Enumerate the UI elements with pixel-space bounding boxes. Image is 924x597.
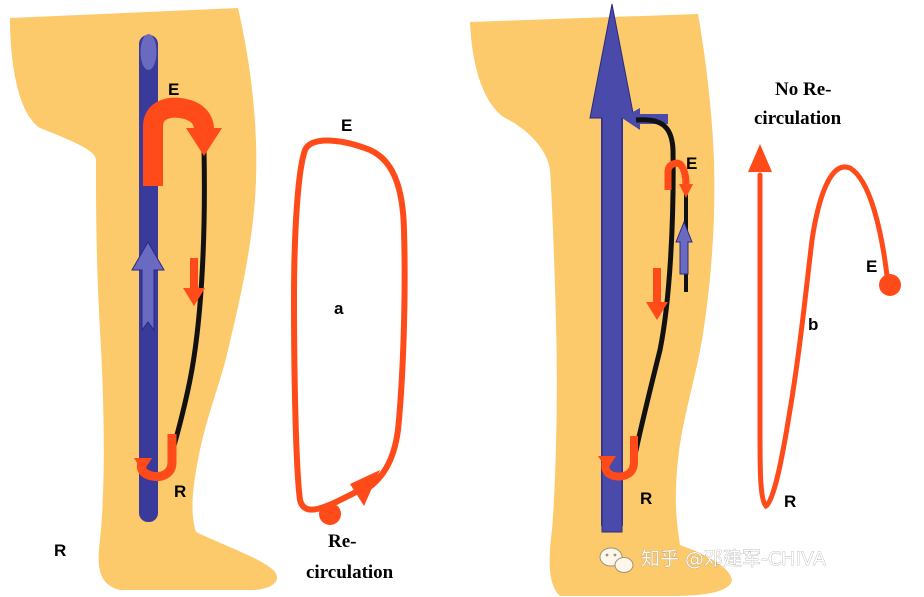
recirculation-caption-line1: Re-: [328, 531, 356, 552]
recirculation-loop-start-dot: [319, 503, 341, 525]
no-recirculation-title-line2: circulation: [754, 108, 842, 129]
no-recirculation-path: [757, 164, 891, 510]
loop-label-a: a: [334, 299, 344, 318]
right-red-hook: [664, 159, 690, 190]
right-blue-small-up-arrow: [675, 220, 693, 275]
curve-label-r: R: [784, 492, 796, 511]
curve-label-b: b: [808, 315, 818, 334]
watermark-text: 知乎 @邓建军-CHIVA: [641, 548, 826, 570]
watermark: 知乎 @邓建军-CHIVA: [599, 547, 826, 573]
curve-label-e: E: [866, 257, 877, 276]
left-leg-label-r: R: [174, 482, 186, 501]
left-red-top-hook: [143, 97, 214, 186]
recirculation-caption-line2: circulation: [306, 562, 394, 583]
left-red-bottom-hook-head: [134, 458, 152, 472]
left-blue-up-arrow: [131, 240, 165, 332]
left-red-down-arrow: [183, 258, 205, 306]
right-black-connector: [631, 117, 676, 461]
right-leg: E R: [470, 3, 732, 596]
right-red-down-arrow: [646, 268, 668, 320]
wechat-icon: [599, 547, 634, 573]
right-leg-label-r: R: [640, 489, 652, 508]
no-recirculation-title-line1: No Re-: [775, 79, 831, 100]
recirculation-loop-curve: [290, 137, 408, 513]
left-red-top-hook-head: [186, 128, 222, 156]
no-recirculation-end-dot: [879, 274, 901, 296]
left-leg-label-e: E: [168, 80, 179, 99]
no-recirculation-curve: No Re- circulation E b R: [748, 79, 901, 511]
left-leg: E R R: [10, 8, 278, 590]
left-vein-cap: [140, 34, 157, 70]
right-red-bottom-hook-head: [598, 456, 616, 470]
right-red-hook-head: [679, 184, 693, 198]
loop-label-e: E: [341, 116, 352, 135]
right-leg-label-e: E: [686, 154, 697, 173]
left-foot-label-r: R: [54, 541, 66, 560]
no-recirculation-arrowhead: [748, 144, 772, 172]
recirculation-loop-arrowhead: [350, 470, 380, 506]
recirculation-loop: E a Re- circulation: [290, 116, 408, 583]
